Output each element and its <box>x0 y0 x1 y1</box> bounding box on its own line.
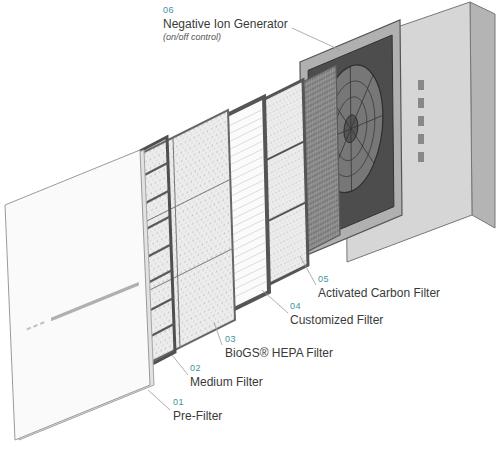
part-label: BioGS® HEPA Filter <box>225 347 333 360</box>
part-label: Customized Filter <box>290 314 383 327</box>
part-label: Pre-Filter <box>173 410 222 423</box>
part-label: Medium Filter <box>190 376 263 389</box>
callout-number: 03 <box>225 335 236 345</box>
part-label: Negative Ion Generator <box>163 18 288 31</box>
callout-number: 06 <box>163 6 174 16</box>
callout-number: 02 <box>190 364 201 374</box>
leader-lines <box>148 28 340 410</box>
callout-number: 05 <box>318 275 329 285</box>
prefilter-panel <box>5 150 150 440</box>
callout-number: 01 <box>173 398 184 408</box>
part-label: Activated Carbon Filter <box>318 287 440 300</box>
note-label: (on/off control) <box>163 33 221 43</box>
callout-number: 04 <box>290 302 301 312</box>
